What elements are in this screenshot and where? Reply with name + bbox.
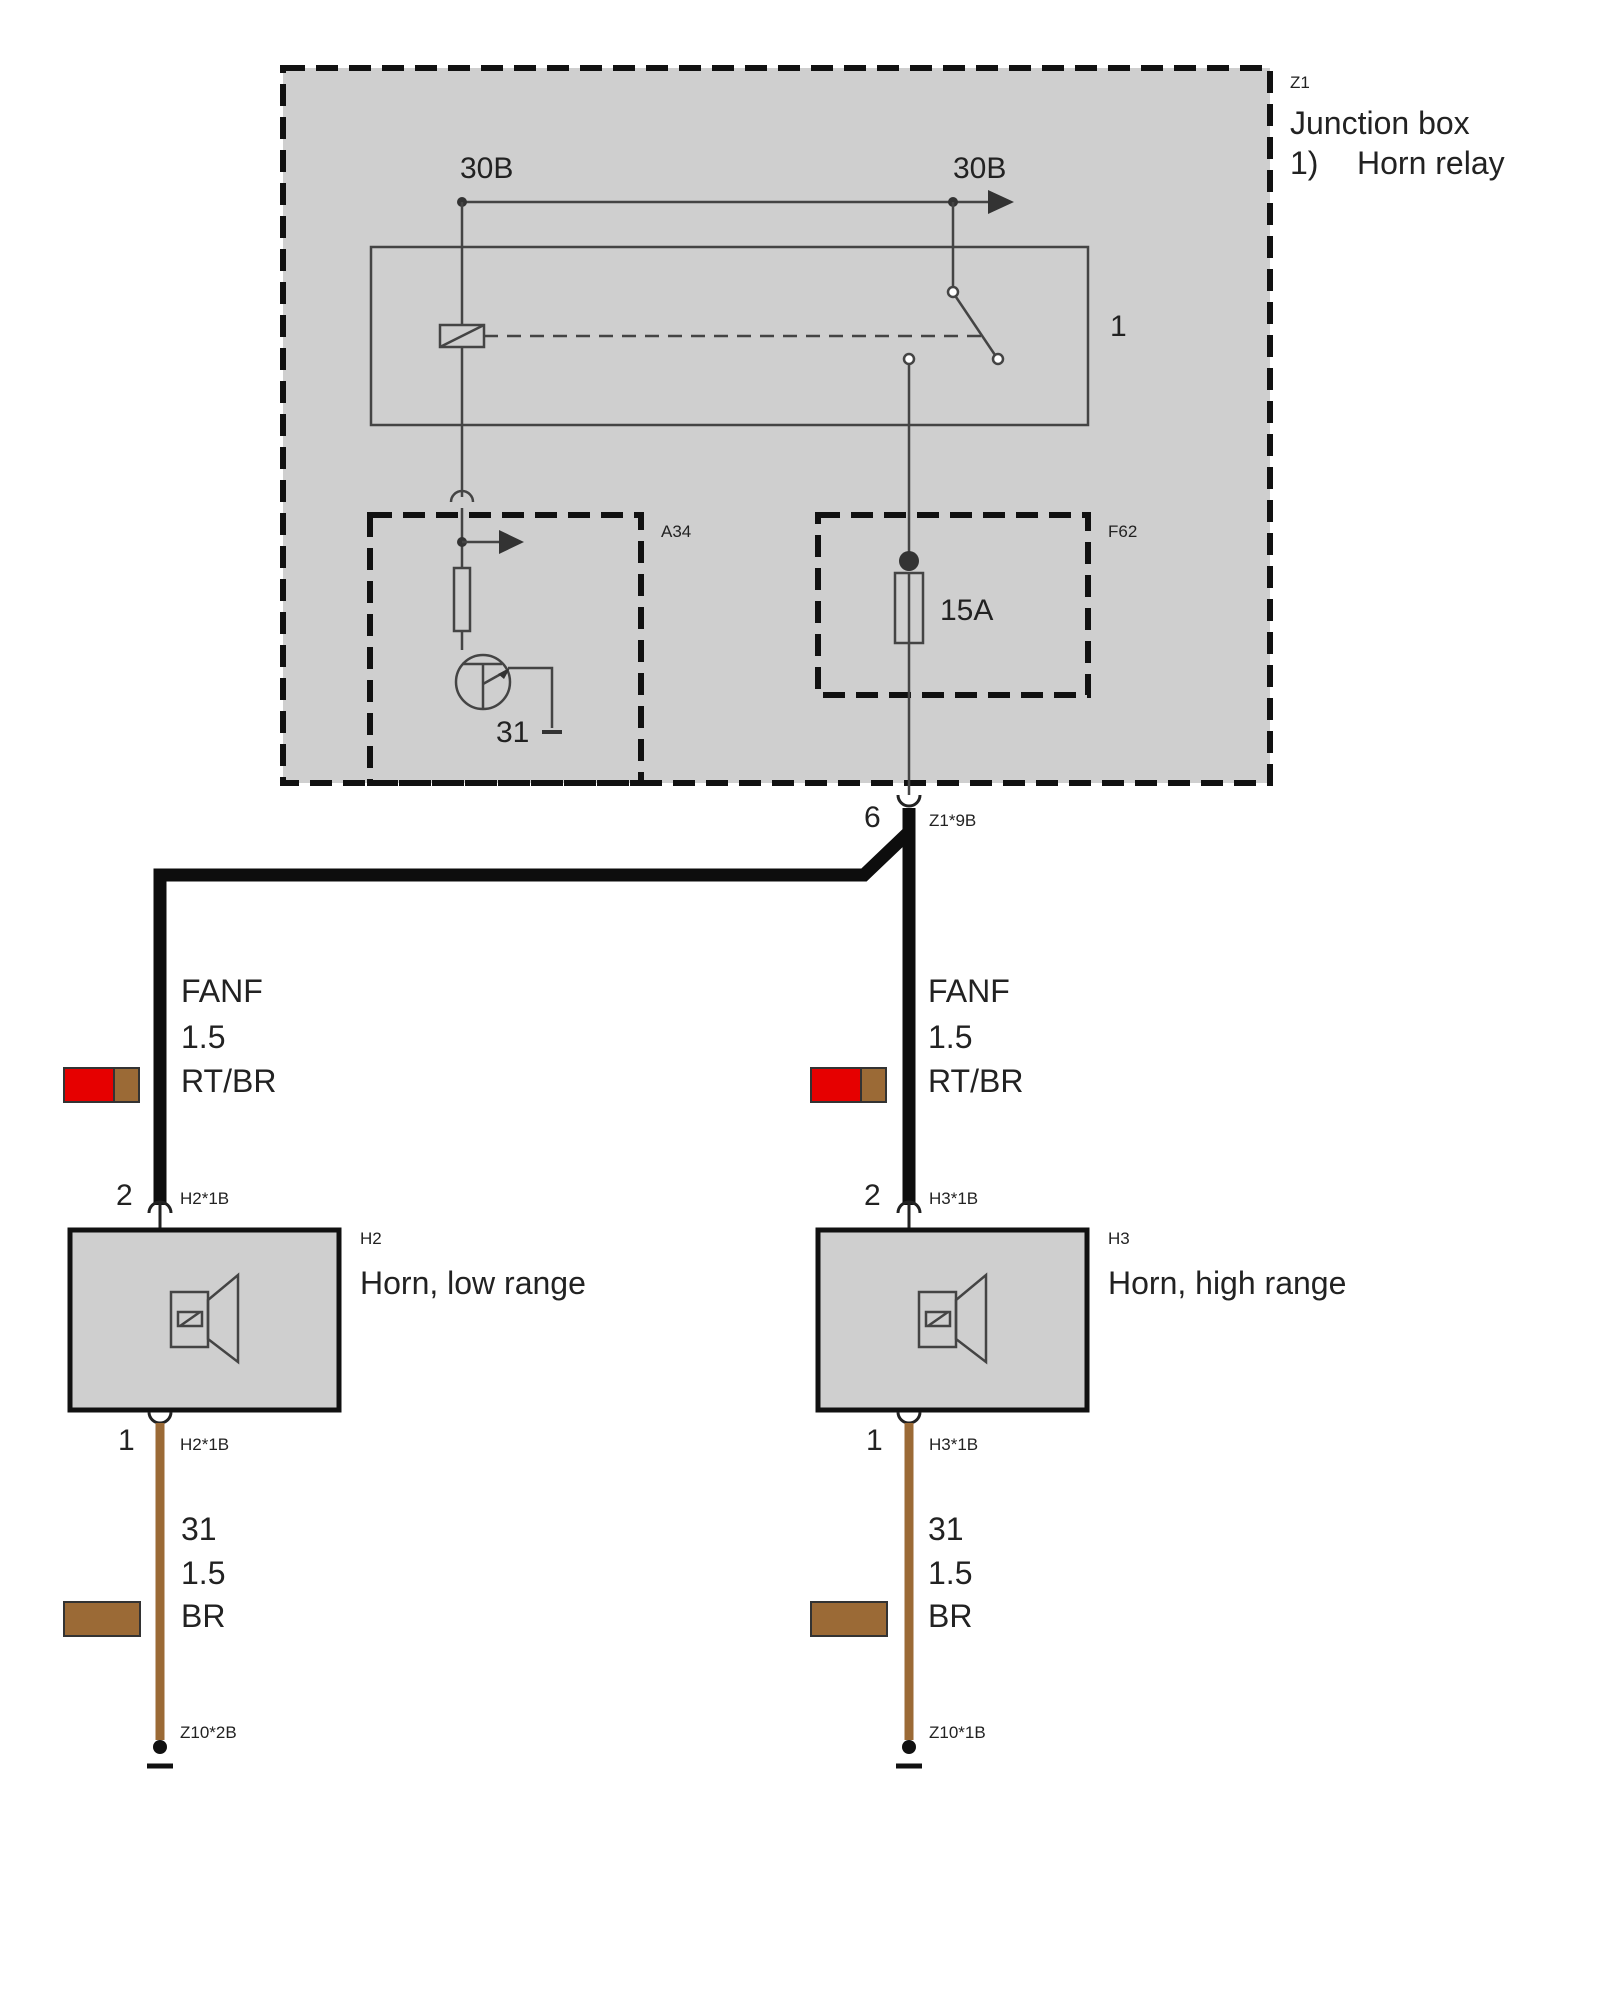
wire-left-color: RT/BR — [181, 1063, 276, 1099]
swatch-left-red — [63, 1067, 115, 1103]
h2-bottom-connector: H2*1B — [180, 1435, 229, 1454]
ground-right-signal: 31 — [928, 1511, 964, 1547]
swatch-left-brown — [113, 1067, 140, 1103]
a34-transistor — [454, 653, 512, 711]
wire-left-signal: FANF — [181, 973, 263, 1009]
ground-point-left-id: Z10*2B — [180, 1723, 237, 1742]
terminal-30b-right: 30B — [953, 152, 1006, 185]
swatch-ground-left — [63, 1601, 141, 1637]
relay-contact-common — [946, 285, 960, 299]
bus-30b-arrow — [988, 190, 1014, 214]
module-a34-id: A34 — [661, 522, 691, 541]
horn-h3-id: H3 — [1108, 1229, 1130, 1248]
fuse-f62-id: F62 — [1108, 522, 1137, 541]
ground-point-right-id: Z10*1B — [929, 1723, 986, 1742]
relay-contact-right — [991, 352, 1005, 366]
relay-switch-blade — [954, 296, 997, 356]
horn-h3-name: Horn, high range — [1108, 1265, 1346, 1301]
fuse-node — [899, 551, 919, 571]
ground-left-signal: 31 — [181, 1511, 217, 1547]
swatch-right-brown — [860, 1067, 887, 1103]
relay-1-label: 1 — [1110, 310, 1127, 343]
swatch-ground-right — [810, 1601, 888, 1637]
relay-coil-slash — [439, 323, 485, 349]
wire-right-color: RT/BR — [928, 1063, 1023, 1099]
junction-box-border — [280, 65, 1273, 786]
h2-top-connector: H2*1B — [180, 1189, 229, 1208]
relay-contact-output — [902, 352, 916, 366]
a34-ground-wire — [508, 666, 554, 728]
horn-h2-id: H2 — [360, 1229, 382, 1248]
a34-ground-label: 31 — [496, 716, 529, 749]
h3-top-connector: H3*1B — [929, 1189, 978, 1208]
ground-left-color: BR — [181, 1598, 225, 1634]
horn-h2-speaker-icon — [169, 1272, 240, 1365]
ground-point-left — [153, 1740, 167, 1754]
h2-bottom-pin: 1 — [118, 1424, 135, 1457]
junction-box-note-number: 1) — [1290, 145, 1318, 181]
wire-right-size: 1.5 — [928, 1019, 972, 1055]
ground-right-size: 1.5 — [928, 1555, 972, 1591]
ground-point-right — [902, 1740, 916, 1754]
horn-h3-box — [815, 1227, 1090, 1413]
junction-box-title: Junction box — [1290, 105, 1470, 141]
h2-bottom-connector-hook — [147, 1411, 173, 1425]
wire-left-size: 1.5 — [181, 1019, 225, 1055]
junction-box-note-text: Horn relay — [1357, 145, 1505, 181]
horn-h3-speaker-icon — [917, 1272, 988, 1365]
supply-wire-left — [153, 808, 916, 1205]
h3-bottom-pin: 1 — [866, 1424, 883, 1457]
horn-h2-name: Horn, low range — [360, 1265, 586, 1301]
h3-top-pin: 2 — [864, 1179, 881, 1212]
terminal-30b-left: 30B — [460, 152, 513, 185]
wire-crossover-hop — [449, 489, 475, 503]
wire-right-signal: FANF — [928, 973, 1010, 1009]
ground-left-size: 1.5 — [181, 1555, 225, 1591]
connector-z1-pin: 6 — [864, 801, 881, 834]
h3-bottom-connector: H3*1B — [929, 1435, 978, 1454]
fuse-f62-box — [815, 512, 1091, 698]
ground-right-color: BR — [928, 1598, 972, 1634]
swatch-right-red — [810, 1067, 862, 1103]
h2-top-pin: 2 — [116, 1179, 133, 1212]
horn-h2-box — [67, 1227, 342, 1413]
connector-z1-id: Z1*9B — [929, 811, 976, 830]
fuse-rating: 15A — [940, 594, 993, 627]
module-a34-box — [367, 512, 644, 786]
h3-bottom-connector-hook — [896, 1411, 922, 1425]
junction-box-id: Z1 — [1290, 73, 1310, 92]
a34-signal-arrow — [499, 530, 524, 554]
a34-emitter-arrow — [498, 668, 510, 679]
connector-z1-hook — [896, 794, 922, 808]
relay-1-box — [369, 245, 1090, 427]
